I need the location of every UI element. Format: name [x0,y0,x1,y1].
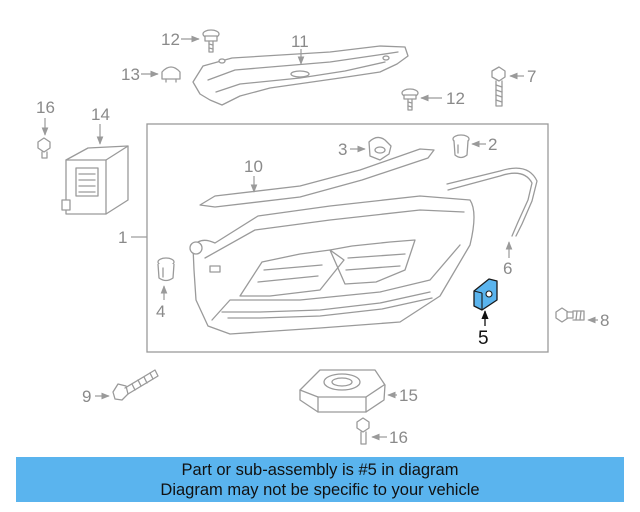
assembly-frame [146,123,549,353]
part-8-bolt [555,307,585,323]
callout-13: 13 [121,65,140,84]
callout-10: 10 [244,157,263,176]
part-15-ballast-module [299,369,386,413]
callout-2: 2 [488,135,497,154]
callout-3: 3 [338,140,347,159]
part-11-bracket [192,45,409,106]
callout-12-mid: 12 [446,89,465,108]
callout-5: 5 [478,328,489,349]
callout-16-bottom: 16 [389,428,408,447]
part-6-seal [446,167,538,237]
part-3-clip [368,136,392,161]
callout-7: 7 [527,67,536,86]
part-4-grommet [157,257,175,282]
part-9-bolt [112,369,159,401]
callout-6: 6 [503,259,512,278]
callout-16-left: 16 [36,98,55,117]
callout-12-top: 12 [161,30,180,49]
part-12-screw-top [202,29,220,53]
part-14-control-module [61,145,129,215]
part-2-grommet [452,134,470,159]
callout-14: 14 [91,105,110,124]
part-1-headlamp-assembly [189,195,475,335]
callout-15: 15 [399,386,418,405]
part-13-clip [161,66,181,83]
callout-4: 4 [156,302,165,321]
banner-line-2: Diagram may not be specific to your vehi… [160,481,480,499]
info-banner: Part or sub-assembly is #5 in diagram Di… [16,457,624,502]
callout-9: 9 [82,387,91,406]
part-5-bracket-highlighted[interactable] [473,278,498,311]
callout-11: 11 [291,32,309,51]
callout-8: 8 [600,311,609,330]
part-16-bolt-left [37,137,51,159]
part-16-bolt-bottom [356,417,370,445]
callout-1: 1 [118,228,127,247]
banner-line-1: Part or sub-assembly is #5 in diagram [181,461,459,479]
part-7-bolt [491,66,506,107]
part-10-trim-strip [199,148,435,208]
part-12-screw-mid [401,88,419,111]
